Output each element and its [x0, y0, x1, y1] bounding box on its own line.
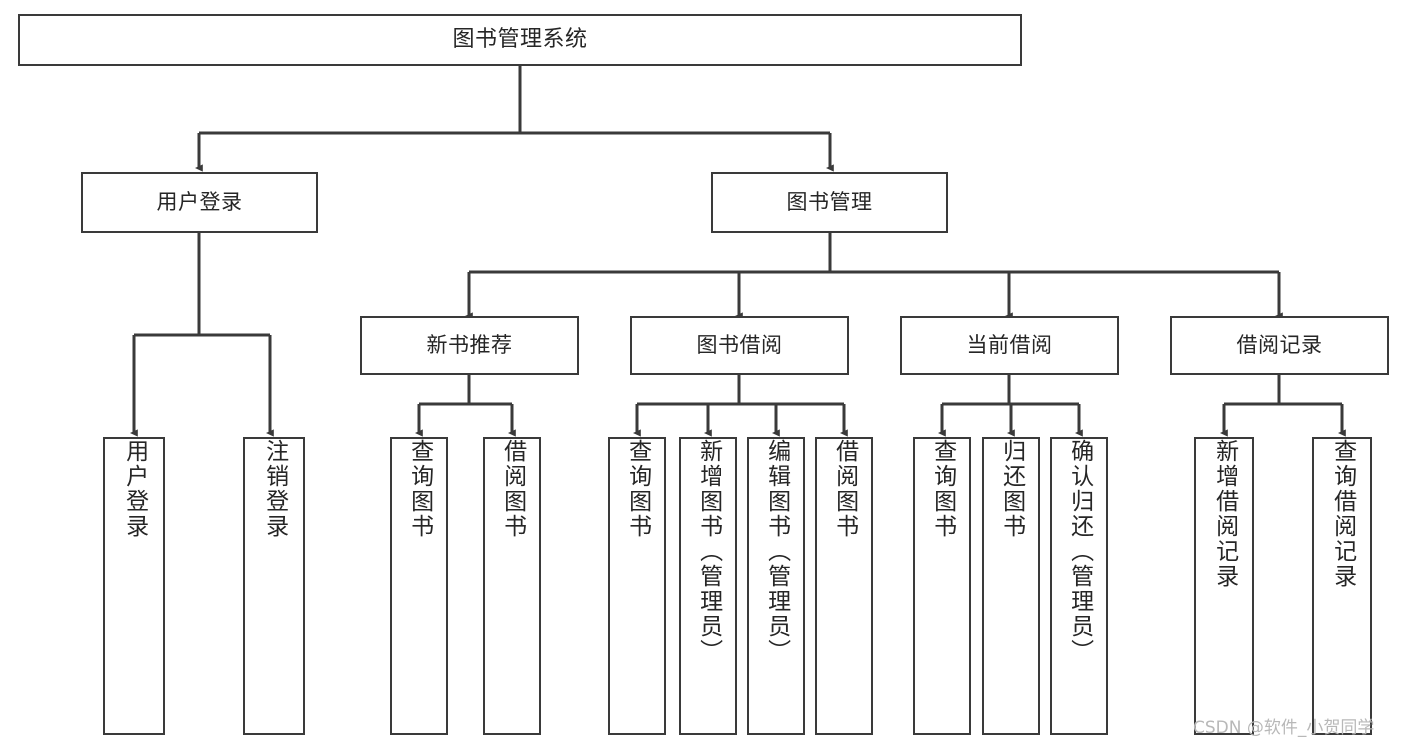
node-label: 归还图书	[998, 439, 1025, 539]
node-user-login[interactable]: 用户登录	[81, 172, 318, 233]
node-current-borrow[interactable]: 当前借阅	[900, 316, 1119, 375]
node-label: 编辑图书（管理员）	[763, 439, 790, 664]
node-label: 查询借阅记录	[1329, 439, 1356, 589]
node-label: 用户登录	[156, 190, 243, 215]
node-label: 新增图书（管理员）	[695, 439, 722, 664]
node-leaf-return-book[interactable]: 归还图书	[982, 437, 1040, 735]
csdn-watermark: CSDN @软件_小贺同学	[1193, 718, 1375, 738]
node-label: 图书借阅	[696, 333, 783, 358]
node-leaf-user-logout[interactable]: 注销登录	[243, 437, 305, 735]
node-label: 图书管理	[786, 190, 873, 215]
node-label: 借阅记录	[1236, 333, 1323, 358]
node-borrow-record[interactable]: 借阅记录	[1170, 316, 1389, 375]
node-book-management[interactable]: 图书管理	[711, 172, 948, 233]
node-label: 图书管理系统	[452, 27, 588, 53]
node-leaf-query-book-2[interactable]: 查询图书	[608, 437, 666, 735]
node-label: 新书推荐	[426, 333, 513, 358]
node-label: 当前借阅	[966, 333, 1053, 358]
node-leaf-confirm-return-admin[interactable]: 确认归还（管理员）	[1050, 437, 1108, 735]
node-book-borrow[interactable]: 图书借阅	[630, 316, 849, 375]
node-label: 借阅图书	[499, 439, 526, 539]
node-label: 查询图书	[929, 439, 956, 539]
node-label: 查询图书	[624, 439, 651, 539]
node-label: 查询图书	[406, 439, 433, 539]
node-label: 注销登录	[261, 439, 288, 539]
node-new-book-recommend[interactable]: 新书推荐	[360, 316, 579, 375]
node-leaf-borrow-book-1[interactable]: 借阅图书	[483, 437, 541, 735]
node-leaf-edit-book-admin[interactable]: 编辑图书（管理员）	[747, 437, 805, 735]
node-leaf-add-borrow-record[interactable]: 新增借阅记录	[1194, 437, 1254, 735]
node-root-system[interactable]: 图书管理系统	[18, 14, 1022, 66]
node-leaf-user-login[interactable]: 用户登录	[103, 437, 165, 735]
node-leaf-query-book-3[interactable]: 查询图书	[913, 437, 971, 735]
node-leaf-borrow-book-2[interactable]: 借阅图书	[815, 437, 873, 735]
node-label: 借阅图书	[831, 439, 858, 539]
node-label: 确认归还（管理员）	[1066, 439, 1093, 664]
node-label: 用户登录	[121, 439, 148, 539]
node-leaf-query-borrow-record[interactable]: 查询借阅记录	[1312, 437, 1372, 735]
node-leaf-add-book-admin[interactable]: 新增图书（管理员）	[679, 437, 737, 735]
node-leaf-query-book-1[interactable]: 查询图书	[390, 437, 448, 735]
node-label: 新增借阅记录	[1211, 439, 1238, 589]
